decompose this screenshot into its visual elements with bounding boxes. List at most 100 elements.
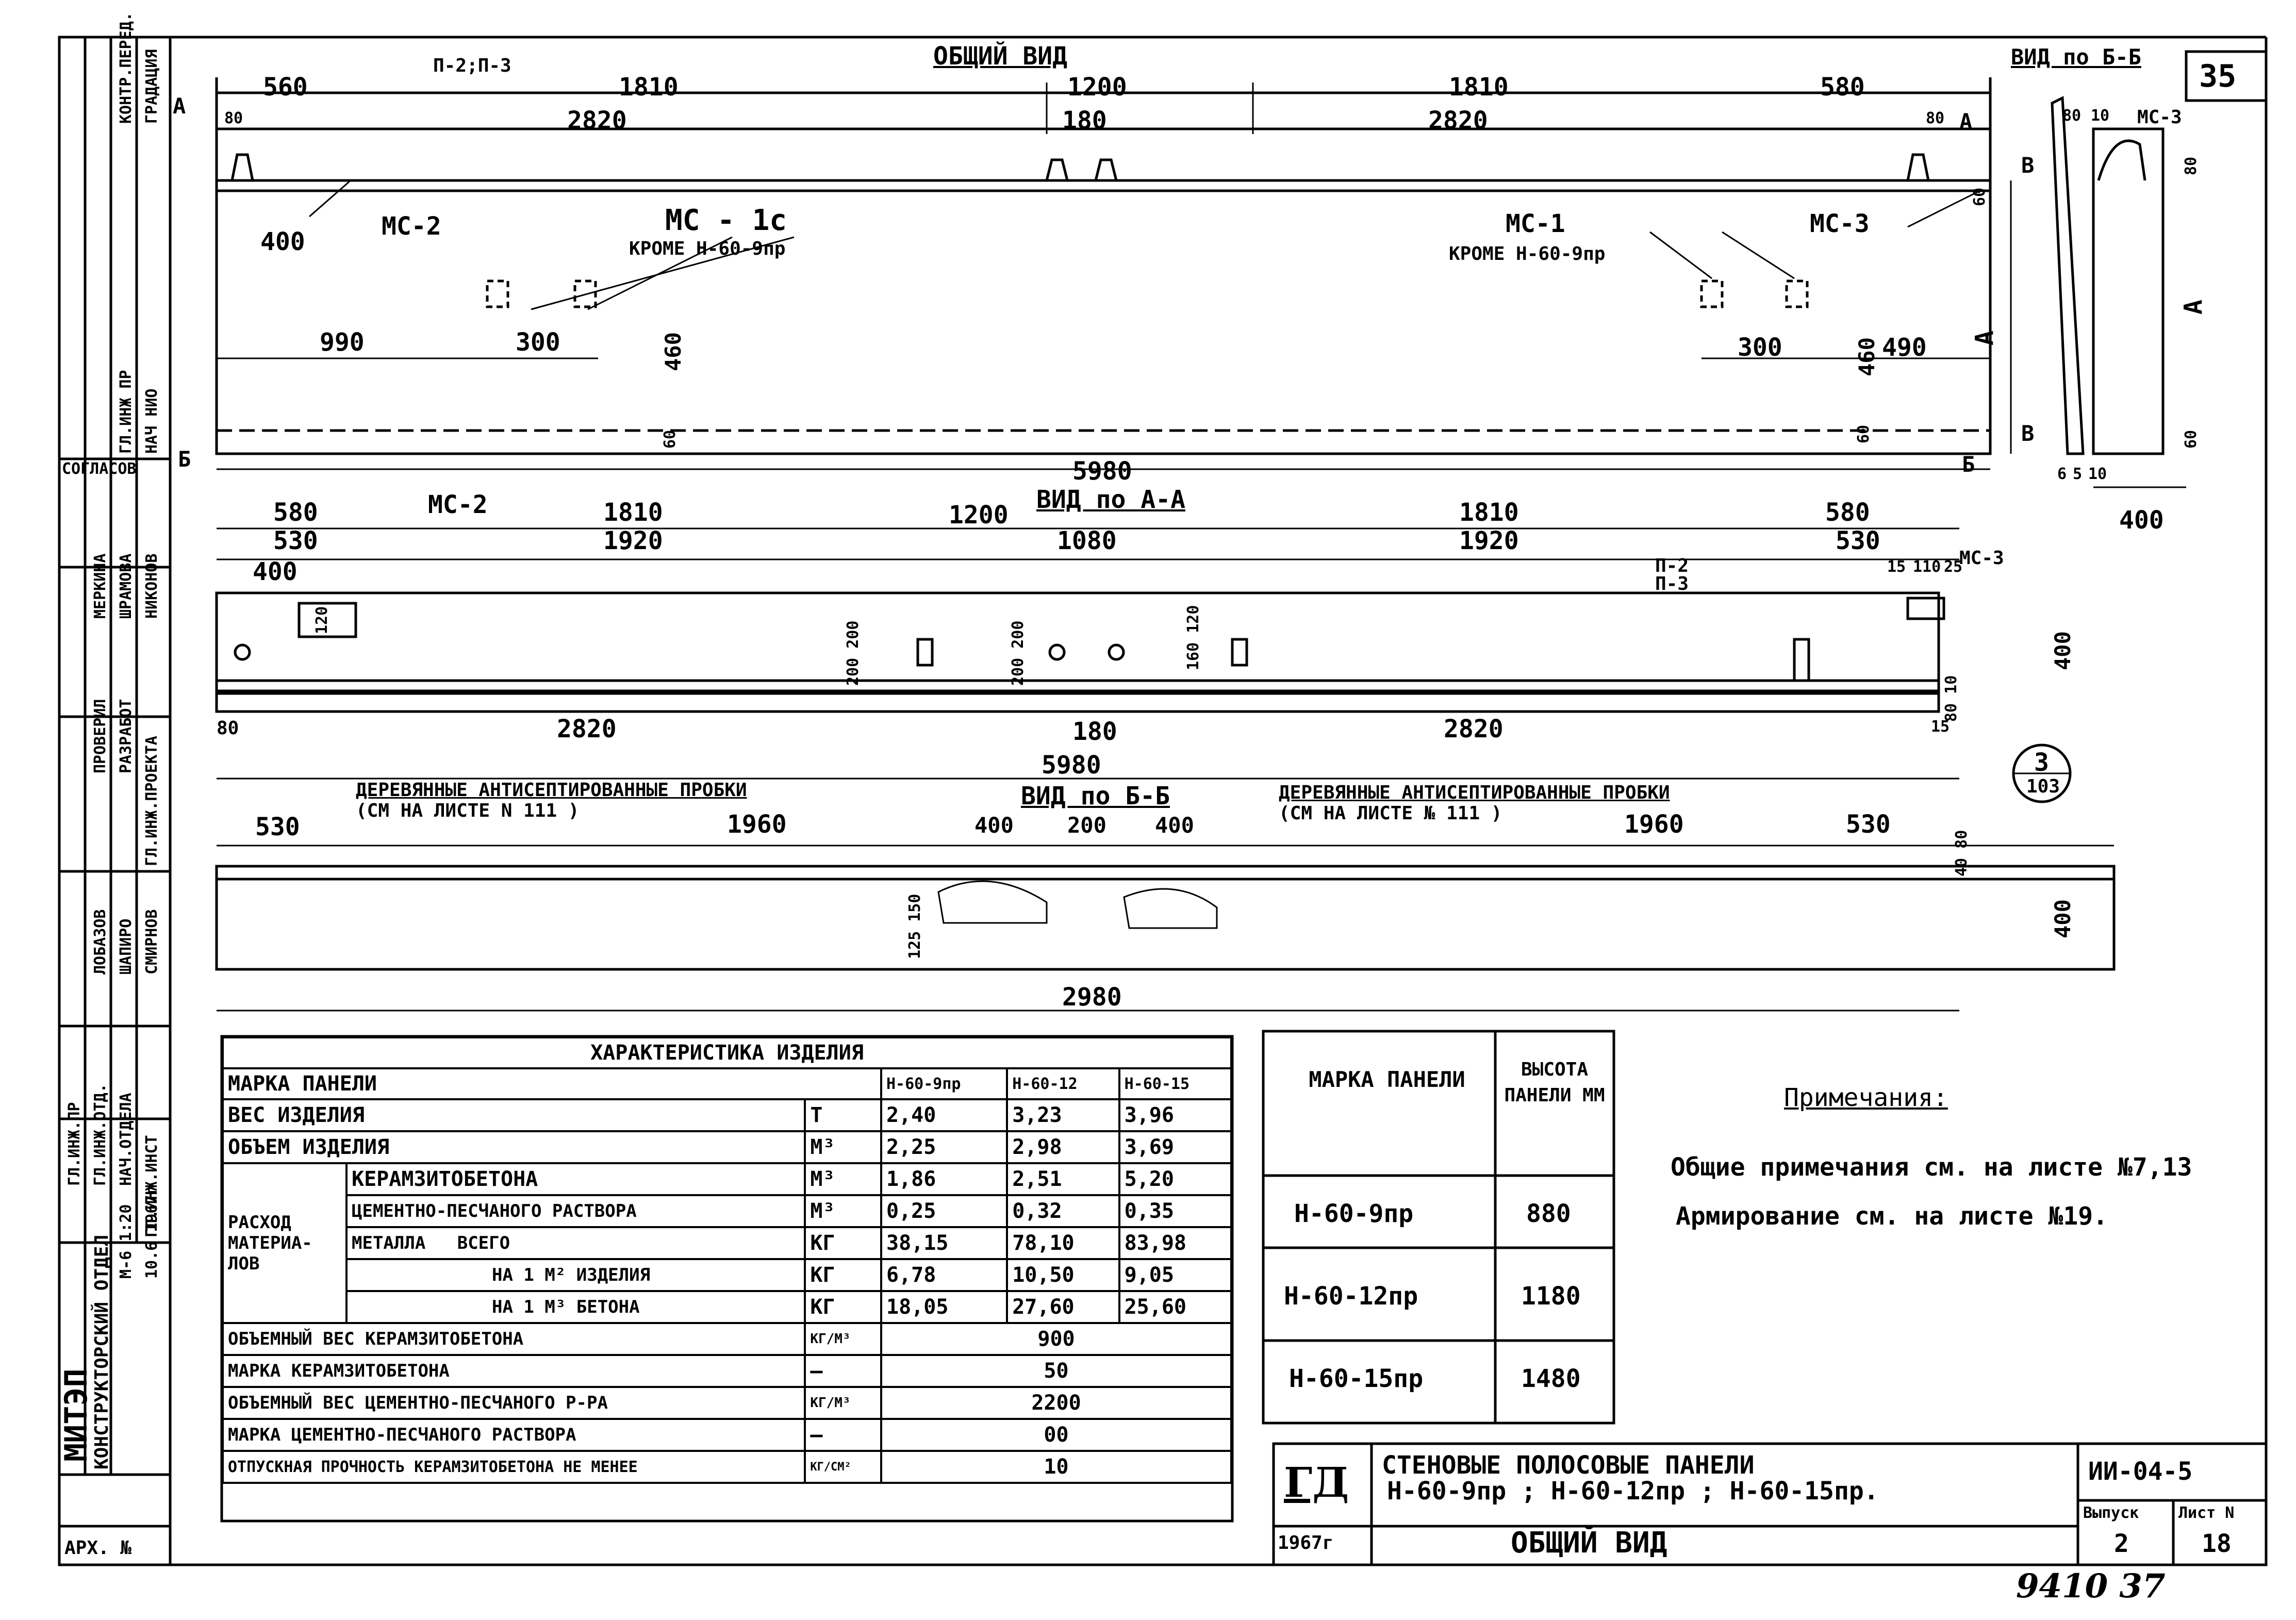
dim-80-10: 80 10 — [1942, 675, 1960, 722]
value-cell: 25,60 — [1118, 1290, 1233, 1324]
dim-5980: 5980 — [1072, 457, 1132, 486]
table-row: ОБЪЕМНЫЙ ВЕС КЕРАМЗИТОБЕТОНА КГ/М³ 900 — [221, 1322, 1232, 1356]
stamp-entry: ЛОБАЗОВ — [91, 909, 109, 974]
heights-mark: Н-60-15пр — [1289, 1364, 1424, 1393]
value-cell: 27,60 — [1006, 1290, 1120, 1324]
row-label: ОБЪЕМ ИЗДЕЛИЯ — [221, 1130, 806, 1164]
stamp-entry: ГРАДАЦИЯ — [143, 49, 161, 124]
consumption-label: РАСХОД МАТЕРИА-ЛОВ — [222, 1162, 348, 1324]
vert-dim: 200 200 — [844, 620, 862, 686]
view-bb-small-title: ВИД по Б-Б — [2011, 44, 2141, 70]
value-cell: 0,35 — [1118, 1194, 1233, 1228]
header-cell: Н-60-9пр — [880, 1067, 1009, 1100]
dim-80: 80 — [2182, 156, 2200, 175]
mc1c-label: МС - 1с — [665, 204, 787, 237]
vert-dim: 160 120 — [1184, 605, 1202, 670]
notes-line-2: Армирование см. на листе №19. — [1676, 1202, 2108, 1231]
table-row: ВЕС ИЗДЕЛИЯ Т 2,40 3,23 3,96 — [221, 1098, 1233, 1132]
value-cell: 2,51 — [1006, 1162, 1120, 1196]
dim: 10 — [2088, 465, 2107, 483]
value-cell: 50 — [880, 1354, 1232, 1388]
dim-400: 400 — [2119, 506, 2164, 535]
mc1-label: МС-1 — [1506, 209, 1565, 238]
issue-label: Выпуск — [2083, 1504, 2139, 1522]
row-label: НА 1 М² ИЗДЕЛИЯ — [345, 1258, 806, 1292]
dim-60: 60 — [661, 429, 679, 449]
mc2-label: МС-2 — [382, 212, 441, 241]
value-cell: 38,15 — [880, 1226, 1009, 1260]
small-dim: 110 — [1913, 558, 1941, 576]
unit-cell: КГ — [804, 1258, 882, 1292]
row-label: ОТПУСКНАЯ ПРОЧНОСТЬ КЕРАМЗИТОБЕТОНА НЕ М… — [221, 1450, 806, 1484]
mc2-label: МС-2 — [428, 490, 488, 519]
stamp-entry: ГЛ.ИНЖ.ОТД. — [91, 1083, 109, 1186]
heights-value: 880 — [1526, 1199, 1571, 1228]
height-label: А — [1970, 330, 1999, 345]
main-view-title: ОБЩИЙ ВИД — [933, 42, 1068, 71]
notes-title: Примечания: — [1784, 1083, 1948, 1112]
dim-5980: 5980 — [1042, 751, 1101, 780]
dim-top: 530 — [1846, 810, 1891, 839]
section-b: Б — [178, 447, 191, 472]
header-cell: Н-60-12 — [1006, 1067, 1120, 1100]
dim-top: 580 — [1825, 498, 1870, 527]
section-v: В — [2021, 153, 2035, 178]
metal-label: МЕТАЛЛА — [352, 1233, 426, 1253]
title-year: 1967г — [1278, 1532, 1334, 1553]
unit-cell: КГ — [804, 1226, 882, 1260]
value-cell: 78,10 — [1006, 1226, 1120, 1260]
dim-second: 2820 — [1428, 106, 1488, 135]
row-label: ЦЕМЕНТНО-ПЕСЧАНОГО РАСТВОРА — [345, 1194, 806, 1228]
issue-value: 2 — [2114, 1529, 2129, 1558]
stamp-entry: СОГЛАСОВ — [62, 460, 137, 478]
table-row: ОБЪЕМ ИЗДЕЛИЯ М³ 2,25 2,98 3,69 — [221, 1130, 1233, 1164]
section-a: А — [1959, 109, 1973, 134]
row-label: МАРКА КЕРАМЗИТОБЕТОНА — [221, 1354, 806, 1388]
dim-second: 180 — [1062, 106, 1107, 135]
dim-top: 1810 — [619, 73, 679, 102]
value-cell: 10,50 — [1006, 1258, 1120, 1292]
table-row: МЕТАЛЛА ВСЕГО КГ 38,15 78,10 83,98 — [223, 1226, 1233, 1260]
handwritten-number: 9410 37 — [2016, 1567, 2166, 1606]
header-cell: МАРКА ПАНЕЛИ — [222, 1067, 882, 1100]
table-row: ЦЕМЕНТНО-ПЕСЧАНОГО РАСТВОРА М³ 0,25 0,32… — [223, 1194, 1233, 1228]
value-cell: 00 — [880, 1418, 1232, 1452]
value-cell: 2,98 — [1006, 1130, 1120, 1164]
value-cell: 9,05 — [1118, 1258, 1233, 1292]
dim-400: 400 — [253, 557, 298, 586]
mc3-label: МС-3 — [1959, 548, 2004, 569]
stamp-entry: М-6 1:20 — [117, 1204, 135, 1279]
plug-note-right: ДЕРЕВЯННЫЕ АНТИСЕПТИРОВАННЫЕ ПРОБКИ — [1279, 782, 1670, 803]
dim-bottom: 80 — [217, 718, 239, 739]
unit-cell: — — [804, 1354, 882, 1388]
title-line-2: Н-60-9пр ; Н-60-12пр ; Н-60-15пр. — [1387, 1477, 1879, 1506]
table-title: ХАРАКТЕРИСТИКА ИЗДЕЛИЯ — [222, 1036, 1232, 1069]
dim-60: 60 — [2182, 429, 2200, 449]
dim-bottom: 15 — [1931, 718, 1950, 736]
vert-dim: 200 200 — [1009, 620, 1027, 686]
stamp-entry: НИКОНОВ — [143, 553, 161, 619]
vert-dim: 125 150 — [906, 894, 924, 959]
dim-second: 530 — [1836, 526, 1880, 555]
dim-second: 1920 — [1459, 526, 1519, 555]
unit-cell: — — [804, 1418, 882, 1452]
stamp-entry: ШАПИРО — [117, 918, 135, 974]
dim-460: 460 — [660, 332, 686, 371]
stamp-entry: 10.6 1967г — [143, 1185, 161, 1279]
heights-header-height: ВЫСОТА ПАНЕЛИ ММ — [1504, 1059, 1605, 1106]
sheet-number: 35 — [2199, 58, 2237, 94]
value-cell: 1,86 — [880, 1162, 1009, 1196]
unit-cell: Т — [804, 1098, 882, 1132]
unit-cell: КГ/СМ² — [804, 1450, 882, 1484]
circle-ref-bottom: 103 — [2026, 776, 2060, 797]
dim: 5 — [2073, 465, 2083, 483]
dim-400: 400 — [260, 227, 305, 256]
value-cell: 10 — [880, 1450, 1232, 1484]
circle-ref-top: 3 — [2034, 748, 2049, 777]
stamp-entry: КОНТР.ПЕРЕД. — [117, 12, 135, 124]
sheet-value: 18 — [2202, 1529, 2232, 1558]
stamp-entry: ГЛ.ИНЖ.ПРОЕКТА — [143, 736, 161, 866]
unit-cell: КГ — [804, 1290, 882, 1324]
value-cell: 3,69 — [1118, 1130, 1233, 1164]
